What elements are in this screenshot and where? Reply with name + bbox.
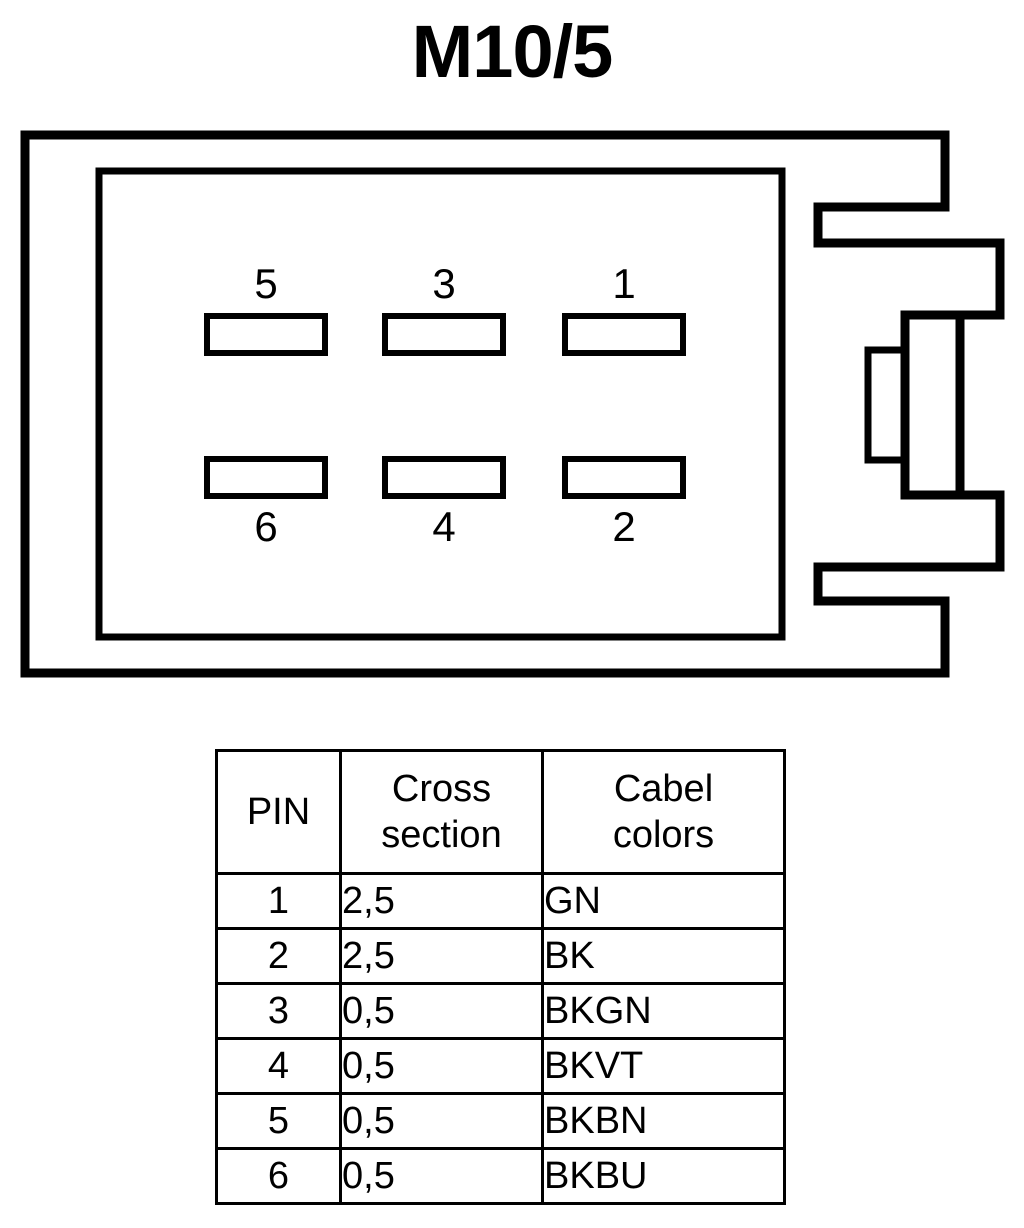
cell-cable-color: BKVT <box>541 1037 786 1095</box>
cell-cross-section: 0,5 <box>339 982 544 1040</box>
connector-diagram: 5 3 1 6 4 2 <box>0 120 1024 690</box>
cell-pin: 5 <box>215 1092 342 1150</box>
pin-number-label-1: 1 <box>612 260 636 307</box>
cell-cross-section: 0,5 <box>339 1037 544 1095</box>
cell-pin: 6 <box>215 1147 342 1205</box>
table-row: 6 0,5 BKBU <box>215 1147 786 1205</box>
pin-slot-4 <box>382 456 506 499</box>
pin-slot-6 <box>204 456 328 499</box>
pin-number-label-5: 5 <box>254 260 278 307</box>
pin-number-label-3: 3 <box>432 260 456 307</box>
cell-cross-section: 0,5 <box>339 1147 544 1205</box>
cell-cross-section: 2,5 <box>339 872 544 930</box>
cell-pin: 4 <box>215 1037 342 1095</box>
latch-blade-outer-rect <box>900 310 965 500</box>
latch-blade-inner-rect <box>864 346 909 464</box>
pin-number-label-4: 4 <box>432 503 456 550</box>
cell-cross-section: 2,5 <box>339 927 544 985</box>
cell-pin: 2 <box>215 927 342 985</box>
pin-slot-2 <box>562 456 686 499</box>
page-title: M10/5 <box>411 10 614 93</box>
connector-inner-face-rect <box>95 167 786 641</box>
table-row: 4 0,5 BKVT <box>215 1037 786 1095</box>
header-cross-section: Cross section <box>339 749 544 875</box>
table-row: 5 0,5 BKBN <box>215 1092 786 1150</box>
connector-outline-svg <box>20 130 1005 678</box>
cell-cable-color: BKBN <box>541 1092 786 1150</box>
cell-cross-section: 0,5 <box>339 1092 544 1150</box>
pin-number-label-2: 2 <box>612 503 636 550</box>
pin-number-label-6: 6 <box>254 503 278 550</box>
table-row: 1 2,5 GN <box>215 872 786 930</box>
cell-cable-color: BK <box>541 927 786 985</box>
cell-pin: 1 <box>215 872 342 930</box>
table-header-row: PIN Cross section Cabel colors <box>215 749 786 875</box>
pin-slot-5 <box>204 313 328 356</box>
pin-slot-1 <box>562 313 686 356</box>
header-cable-colors: Cabel colors <box>541 749 786 875</box>
cell-pin: 3 <box>215 982 342 1040</box>
table-row: 2 2,5 BK <box>215 927 786 985</box>
pin-assignment-table: PIN Cross section Cabel colors 1 2,5 GN … <box>215 749 786 1205</box>
table-row: 3 0,5 BKGN <box>215 982 786 1040</box>
connector-housing-outline <box>20 130 1005 678</box>
cell-cable-color: GN <box>541 872 786 930</box>
header-pin: PIN <box>215 749 342 875</box>
cell-cable-color: BKGN <box>541 982 786 1040</box>
cell-cable-color: BKBU <box>541 1147 786 1205</box>
pin-slot-3 <box>382 313 506 356</box>
